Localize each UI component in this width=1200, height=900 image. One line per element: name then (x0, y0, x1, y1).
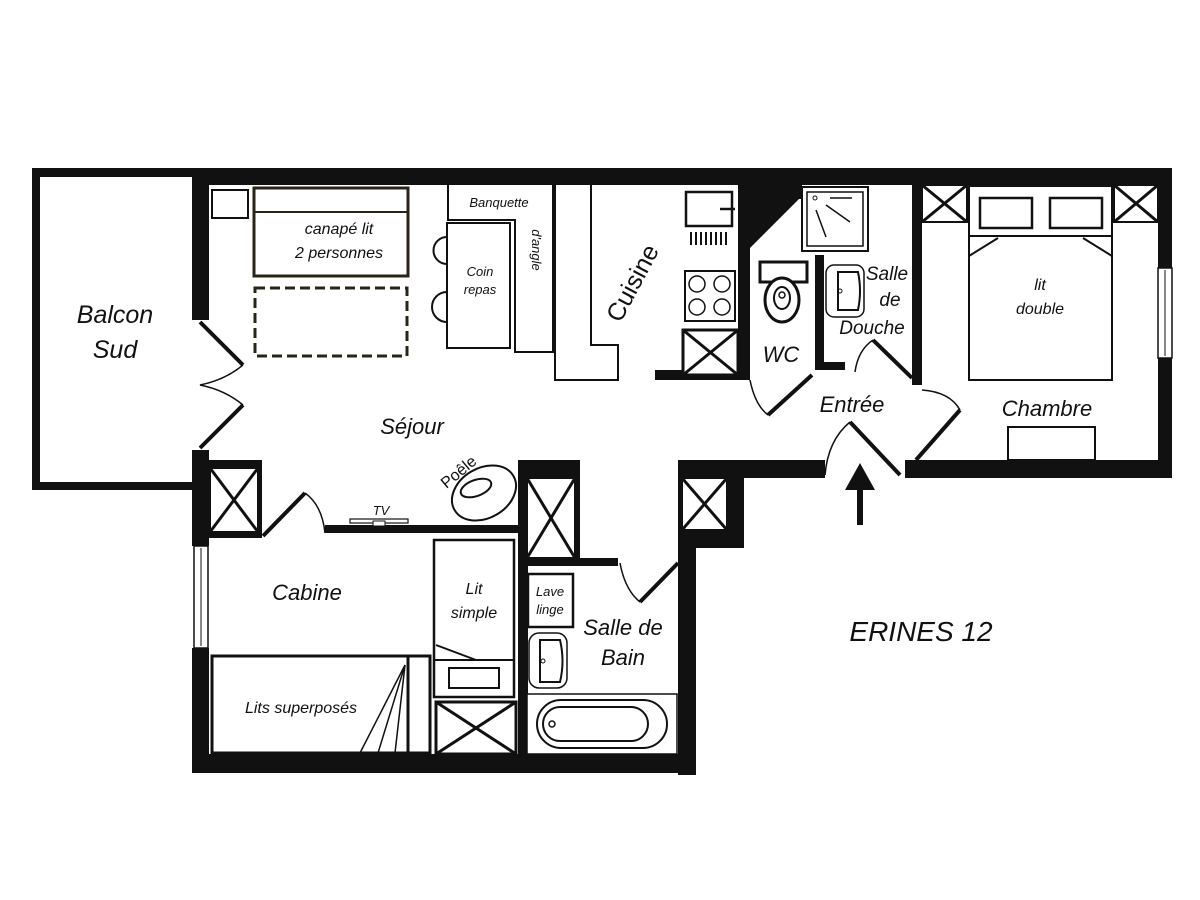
room-label-sejour: Séjour (380, 414, 445, 439)
window-icon (193, 267, 1173, 649)
bench (1007, 426, 1096, 461)
room-labels: Balcon Sud Séjour Cuisine WC Salle de Do… (77, 240, 1092, 670)
washing-machine (526, 572, 575, 629)
label-tv: TV (373, 503, 391, 518)
room-label-douche: Douche (839, 318, 905, 339)
plan-title: ERINES 12 (849, 616, 993, 647)
washbasin (825, 264, 865, 318)
room-label-douche: de (879, 290, 900, 311)
cabinet (211, 189, 249, 219)
entrance-arrow-icon (845, 463, 875, 525)
door-swing-icon (198, 320, 962, 604)
label-lit-simple: Lit (466, 581, 483, 598)
kitchen-counter (554, 185, 736, 381)
corner-bench (431, 185, 554, 353)
room-label-cabine: Cabine (272, 580, 342, 605)
single-bed (432, 538, 516, 699)
label-banquette: d'angle (529, 229, 544, 271)
room-label-balcon: Balcon (77, 301, 153, 329)
room-label-cuisine: Cuisine (601, 240, 665, 327)
label-lave-linge: linge (536, 602, 563, 617)
room-label-douche: Salle (866, 264, 908, 285)
label-canape: canapé lit (305, 221, 374, 238)
label-banquette: Banquette (469, 195, 528, 210)
bath-washbasin (528, 632, 568, 689)
label-lit-double: double (1016, 301, 1064, 318)
room-label-chambre: Chambre (1002, 396, 1092, 421)
tv-icon (349, 518, 409, 527)
room-label-salle-bain: Bain (601, 645, 645, 670)
label-lave-linge: Lave (536, 584, 564, 599)
storage-cross-icon (205, 183, 1159, 756)
label-coin-repas: repas (464, 282, 497, 297)
bathtub (526, 693, 678, 755)
room-label-wc: WC (763, 342, 800, 367)
stove-icon (451, 464, 517, 522)
label-coin-repas: Coin (467, 264, 494, 279)
label-lits-superposes: Lits superposés (245, 700, 357, 717)
furniture-labels: canapé lit 2 personnes Banquette d'angle… (245, 195, 1064, 717)
room-label-entree: Entrée (820, 392, 885, 417)
label-lit-double: lit (1034, 277, 1046, 294)
room-label-salle-bain: Salle de (583, 615, 663, 640)
shower (801, 186, 869, 252)
bunk-beds (210, 654, 432, 755)
toilet (758, 260, 809, 324)
room-label-balcon: Sud (93, 336, 139, 364)
double-bed (968, 185, 1113, 381)
sofa-bed (252, 186, 410, 358)
label-poele: Poêle (438, 453, 480, 492)
label-canape: 2 personnes (294, 245, 383, 262)
label-lit-simple: simple (451, 605, 497, 622)
